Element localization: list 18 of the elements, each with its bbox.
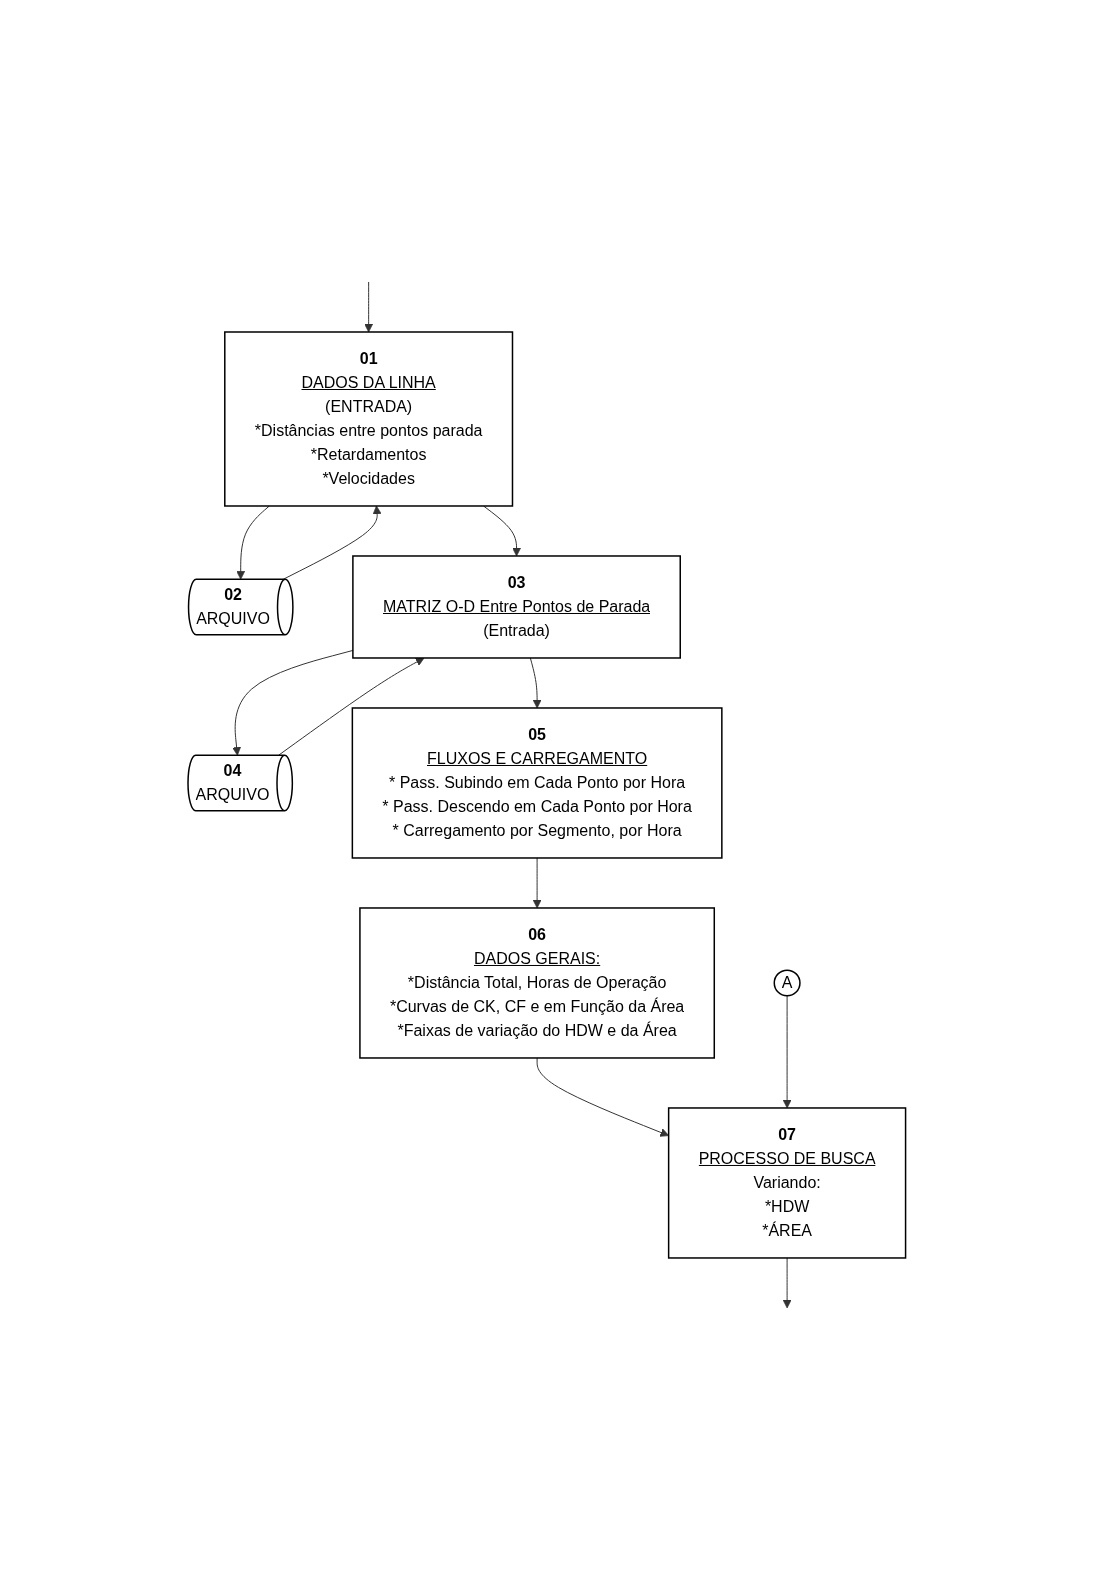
arrow bbox=[782, 995, 792, 1109]
arrow bbox=[278, 657, 425, 756]
node-box: 01 DADOS DA LINHA (ENTRADA) *Distâncias entre pontos parada *Retardamentos *Velocidades bbox=[224, 331, 514, 507]
arrow bbox=[364, 281, 374, 333]
arrow bbox=[483, 505, 522, 557]
node-text: 02 ARQUIVO bbox=[196, 586, 271, 627]
arrow bbox=[530, 657, 542, 709]
node-text: 04 ARQUIVO bbox=[195, 762, 270, 803]
node-box: 05 FLUXOS E CARREGAMENTO * Pass. Subindo em Cada Ponto por Hora * Pass. Descendo em Cada Ponto por Hora * Carregamento por Segmento, por Hora bbox=[351, 707, 723, 859]
arrow bbox=[236, 505, 270, 580]
arrow bbox=[232, 649, 354, 756]
arrow bbox=[532, 857, 542, 909]
node-box: 03 MATRIZ O-D Entre Pontos de Parada (Entrada) bbox=[352, 555, 682, 659]
node-box: 06 DADOS GERAIS: *Distância Total, Horas de Operação *Curvas de CK, CF e em Função da Área *Faixas de variação do HDW e da Área bbox=[359, 907, 716, 1059]
arrow bbox=[283, 505, 382, 580]
node-circle: A bbox=[773, 969, 801, 997]
node-box: 07 PROCESSO DE BUSCA Variando: *HDW *ÁREA bbox=[668, 1107, 907, 1259]
arrow bbox=[782, 1257, 792, 1309]
